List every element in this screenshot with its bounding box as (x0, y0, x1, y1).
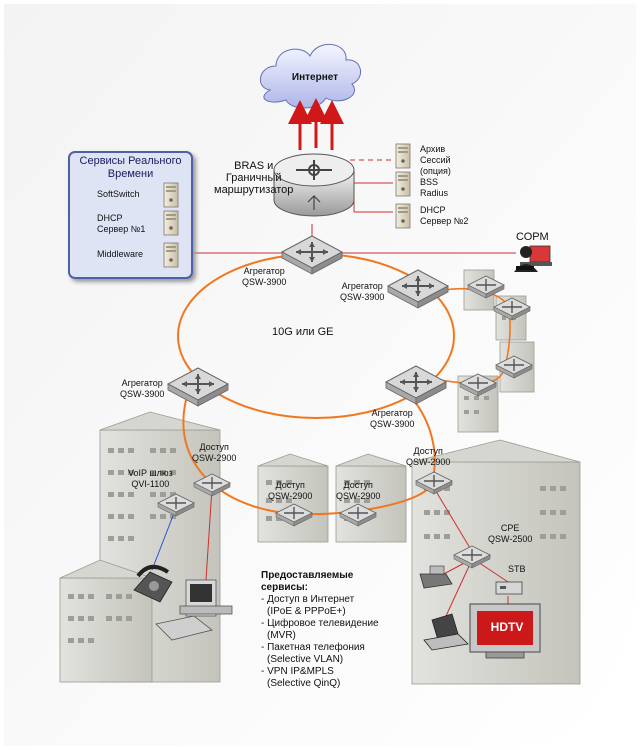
dhcp2-server-icon (395, 203, 411, 229)
access-left-label-line2: QSW-2900 (192, 453, 237, 463)
middleware-label: Middleware (97, 249, 144, 259)
ip-phone-icon (419, 565, 453, 589)
dhcp1-server-icon (163, 210, 179, 236)
stb-label: STB (508, 564, 526, 574)
cpe-label-line1: CPE (500, 523, 520, 533)
aggregator-right-top-label-line1: Агрегатор (341, 281, 383, 291)
bras-label-line2: Граничный (225, 172, 282, 184)
service-item-tv-line2: (MVR) (267, 630, 296, 641)
voip-gateway-label: VoIP шлюз QVI-1100 (128, 468, 173, 490)
service-item-vpn: - VPN IP&MPLS (Selective QinQ) (261, 666, 401, 690)
sorm-label: СОРМ (516, 231, 549, 243)
archive-label: Архив Сессий (опция) (420, 144, 451, 177)
service-item-voip-line2: (Selective VLAN) (267, 654, 344, 665)
realtime-services-title: Сервисы Реального Времени (70, 155, 191, 181)
internet-label: Интернет (291, 72, 339, 83)
cpe-label-line2: QSW-2500 (488, 534, 533, 544)
service-item-internet-line2: (IPoE & PPPoE+) (267, 606, 346, 617)
access-right-label: Доступ QSW-2900 (406, 446, 450, 468)
softswitch-label: SoftSwitch (97, 189, 140, 199)
bras-label: BRAS и Граничный маршрутизатор (214, 160, 293, 196)
services-title-line2: сервисы: (261, 582, 308, 593)
bss-label: BSS Radius (420, 177, 448, 199)
access-right-label-line1: Доступ (413, 446, 443, 456)
service-item-internet-line1: - Доступ в Интернет (261, 594, 355, 605)
aggregator-top-label: Агрегатор QSW-3900 (242, 266, 286, 288)
bras-label-line3: маршрутизатор (214, 184, 294, 196)
services-title: Предоставляемые сервисы: (261, 570, 401, 594)
sorm-operator-icon (514, 245, 552, 272)
access-left-label-line1: Доступ (199, 442, 229, 452)
aggregator-left-label-line1: Агрегатор (121, 378, 163, 388)
building-left-front (59, 559, 153, 683)
bras-label-line1: BRAS и (234, 160, 274, 172)
uplink-arrows (288, 98, 344, 150)
dhcp2-label-line2: Сервер №2 (420, 216, 469, 226)
bras-router-icon (273, 153, 355, 217)
softswitch-server-icon (163, 182, 179, 208)
aggregator-top-label-line1: Агрегатор (243, 266, 285, 276)
hdtv-label: HDTV (490, 620, 524, 634)
services-list: Предоставляемые сервисы: - Доступ в Инте… (261, 570, 401, 690)
hdtv-icon (469, 603, 541, 659)
dhcp1-label: DHCP Сервер №1 (97, 213, 145, 235)
aggregator-right-top-label-line2: QSW-3900 (340, 292, 385, 302)
services-title-line1: Предоставляемые (261, 570, 354, 581)
telephone-icon (133, 564, 173, 603)
dhcp1-label-line1: DHCP (97, 213, 123, 223)
access-mid1-label-line1: Доступ (275, 480, 305, 490)
access-mid2-label-line2: QSW-2900 (336, 491, 381, 501)
building-mid-2 (335, 453, 407, 543)
bss-label-line2: Radius (420, 188, 449, 198)
aggregator-left-label-line2: QSW-3900 (120, 389, 165, 399)
dhcp2-label-line1: DHCP (420, 205, 446, 215)
service-item-voip: - Пакетная телефония (Selective VLAN) (261, 642, 401, 666)
access-left-label: Доступ QSW-2900 (192, 442, 236, 464)
ring-speed-label: 10G или GE (272, 326, 334, 338)
aggregator-left-label: Агрегатор QSW-3900 (120, 378, 164, 400)
access-right-label-line2: QSW-2900 (406, 457, 451, 467)
voip-label-line2: QVI-1100 (131, 479, 170, 489)
voip-label-line1: VoIP шлюз (128, 468, 173, 478)
archive-server-icon (395, 143, 411, 169)
bss-server-icon (395, 171, 411, 197)
aggregator-right-bottom-label-line1: Агрегатор (371, 408, 413, 418)
laptop-icon (423, 613, 469, 651)
service-item-tv: - Цифровое телевидение (MVR) (261, 618, 401, 642)
service-item-internet: - Доступ в Интернет (IPoE & PPPoE+) (261, 594, 401, 618)
computer-icon (155, 579, 233, 641)
cpe-label: CPE QSW-2500 (488, 523, 532, 545)
bss-label-line1: BSS (420, 177, 439, 187)
realtime-services-panel: Сервисы Реального Времени SoftSwitch DHC… (68, 151, 193, 279)
middleware-server-icon (163, 242, 179, 268)
archive-label-line3: (опция) (420, 166, 451, 176)
aggregator-top-label-line2: QSW-3900 (242, 277, 287, 287)
service-item-vpn-line2: (Selective QinQ) (267, 678, 341, 689)
dhcp1-label-line2: Сервер №1 (97, 224, 146, 234)
aggregator-right-bottom-label: Агрегатор QSW-3900 (370, 408, 414, 430)
access-mid1-label-line2: QSW-2900 (268, 491, 313, 501)
aggregator-right-top-label: Агрегатор QSW-3900 (340, 281, 384, 303)
dhcp2-label: DHCP Сервер №2 (420, 205, 468, 227)
realtime-title-line1: Сервисы Реального (79, 155, 182, 167)
aggregator-right-bottom-label-line2: QSW-3900 (370, 419, 415, 429)
archive-label-line2: Сессий (420, 155, 451, 165)
stb-icon (495, 581, 523, 595)
service-item-tv-line1: - Цифровое телевидение (261, 618, 379, 629)
realtime-title-line2: Времени (107, 168, 154, 180)
access-mid1-label: Доступ QSW-2900 (268, 480, 312, 502)
access-mid2-label-line1: Доступ (343, 480, 373, 490)
access-mid2-label: Доступ QSW-2900 (336, 480, 380, 502)
service-item-vpn-line1: - VPN IP&MPLS (261, 666, 334, 677)
service-item-voip-line1: - Пакетная телефония (261, 642, 365, 653)
archive-label-line1: Архив (420, 144, 446, 154)
